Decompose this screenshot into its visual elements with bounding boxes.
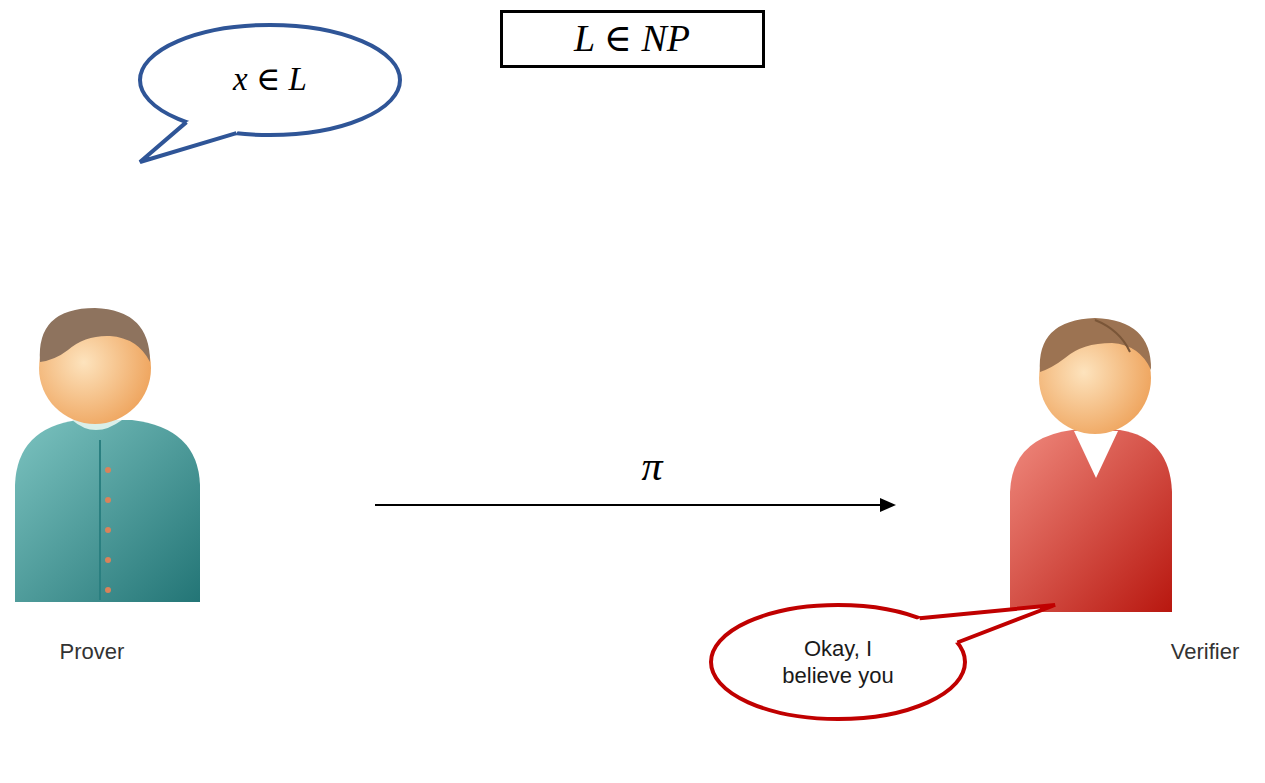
- verifier-hair: [1040, 318, 1151, 372]
- button: [105, 527, 111, 533]
- prover-seam: [99, 440, 101, 600]
- bubble-tail: [920, 605, 1055, 643]
- title-text: L ∈ NP: [574, 16, 690, 62]
- button: [105, 497, 111, 503]
- speech-bubble: x ∈ L: [140, 25, 400, 135]
- message-arrow: [375, 504, 882, 506]
- bubble-outline: [711, 605, 965, 719]
- prover-figure: [15, 308, 200, 602]
- role-label: Verifier: [1171, 639, 1239, 665]
- arrow-head: [880, 498, 896, 512]
- bubble-ellipse: [140, 25, 400, 135]
- prover-hair: [40, 308, 150, 362]
- verifier-figure: [1010, 318, 1172, 612]
- bubble-tail: [140, 122, 236, 162]
- button: [105, 557, 111, 563]
- bubble-tail-fill: [903, 605, 1055, 646]
- title-box: L ∈ NP: [500, 10, 765, 68]
- button: [105, 467, 111, 473]
- bubble-text: Okay, I believe you: [772, 635, 904, 690]
- bubble-tail-fill: [140, 114, 243, 162]
- verifier-body: [1010, 430, 1172, 612]
- role-label: Prover: [60, 639, 125, 665]
- button: [105, 587, 111, 593]
- bubble-text: x ∈ L: [233, 60, 307, 100]
- message-label: π: [641, 442, 662, 490]
- hair-line: [1095, 320, 1130, 352]
- prover-body: [15, 420, 200, 602]
- verifier-shirt: [1074, 431, 1118, 478]
- speech-bubble: Okay, I believe you: [711, 605, 965, 719]
